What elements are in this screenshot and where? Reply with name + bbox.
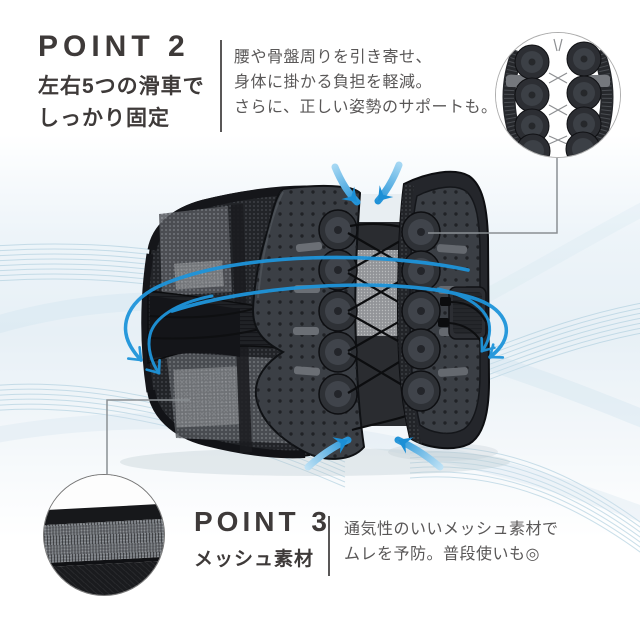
tighten-arrow-bottom-right [394, 436, 444, 471]
mesh-closeup-inset [44, 475, 164, 595]
point2-subheading-line2: しっかり固定 [38, 107, 170, 131]
wrap-arrow-lower [170, 283, 508, 359]
pulley-dial [318, 249, 358, 291]
tighten-arrow-top-right [374, 161, 403, 205]
tighten-arrow-bottom-left [304, 436, 352, 471]
point2-description-line1: 腰や骨盤周りを引き寄せ、 [234, 49, 433, 66]
point3-subheading: メッシュ素材 [194, 549, 315, 570]
leader-line-pulley-closeup [428, 158, 558, 234]
point3-divider [328, 516, 330, 576]
point2-subheading-line1: 左右5つの滑車で [38, 75, 205, 98]
mesh-closeup-photo [44, 475, 164, 595]
pulley-dial [401, 290, 441, 332]
pulley-closeup-inset [496, 33, 620, 157]
wrap-direction-arrows [123, 255, 508, 375]
pulley-dial [318, 209, 358, 251]
pulley-dial [318, 290, 358, 332]
point2-heading: POINT 2 [38, 30, 190, 63]
point3-description-line2: ムレを予防。普段使いも◎ [344, 546, 540, 563]
pulley-dial [401, 211, 441, 253]
wrap-arrow-right-echo [436, 287, 496, 353]
leader-line-mesh-closeup [106, 399, 190, 474]
wrap-arrow-left-echo [145, 294, 214, 375]
point3-block: POINT 3 メッシュ素材 [194, 508, 331, 572]
wrap-arrow-upper [123, 255, 470, 362]
point2-block: POINT 2 左右5つの滑車で しっかり固定 [38, 32, 205, 133]
pulley-column-right [401, 211, 441, 412]
point2-description: 腰や骨盤周りを引き寄せ、 身体に掛かる負担を軽減。 さらに、正しい姿勢のサポート… [234, 45, 498, 120]
tighten-arrows [304, 161, 444, 471]
pulley-dial [318, 373, 358, 415]
point3-heading: POINT 3 [194, 506, 331, 537]
point3-description-line1: 通気性のいいメッシュ素材で [344, 521, 559, 538]
lumbar-brace-photo [141, 170, 491, 460]
pulley-dial [318, 331, 358, 373]
closeup-pulleys [514, 41, 602, 157]
pulley-closeup-photo [496, 33, 620, 157]
point3-description: 通気性のいいメッシュ素材で ムレを予防。普段使いも◎ [344, 517, 559, 567]
point2-divider [220, 40, 222, 132]
pulley-dial [401, 370, 441, 412]
point2-description-line2: 身体に掛かる負担を軽減。 [234, 74, 433, 91]
point2-description-line3: さらに、正しい姿勢のサポートも。 [234, 99, 498, 116]
pulley-column-left [318, 209, 358, 415]
tighten-arrow-top-left [331, 163, 361, 206]
pulley-dial [401, 328, 441, 370]
